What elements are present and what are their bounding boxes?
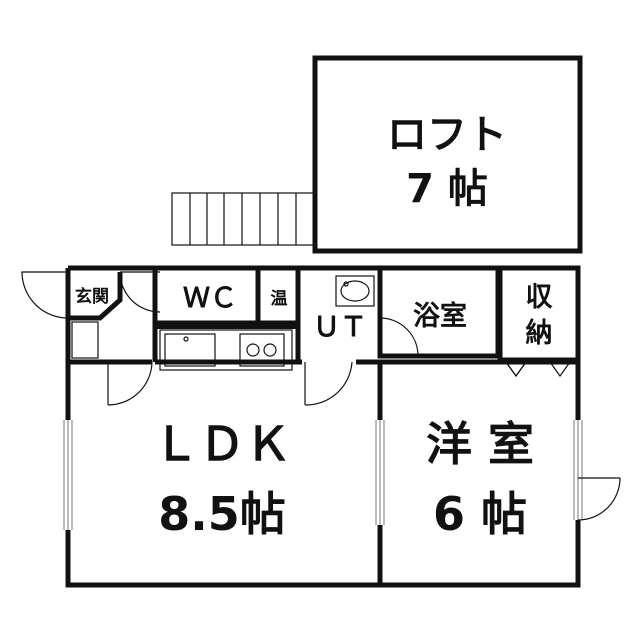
loft-room: ロフト 7 帖 [312,55,583,254]
entrance-door[interactable] [21,271,69,319]
storage-label-line1: 収 [526,282,554,313]
ldk-door-utility[interactable] [304,361,353,406]
water-heater: 温 [255,265,301,326]
bath-door[interactable] [379,317,419,357]
ldk-label-line1: ＬＤＫ [153,417,291,471]
sliding-partition[interactable] [375,420,385,525]
utility-label: ＵＴ [313,312,367,343]
sink [164,333,216,367]
stove [239,333,285,367]
western-door[interactable] [577,477,621,521]
storage-label-line2: 納 [526,317,553,349]
bath-room: 浴室 [377,265,501,359]
washbasin [335,275,375,307]
loft-ladder [171,192,315,246]
western-label-line2: 6 帖 [433,487,527,541]
storage-closet: 収 納 [497,265,581,363]
ldk-door-left[interactable] [107,361,153,406]
ldk-window [63,420,73,530]
shoe-cabinet [71,321,99,359]
western-window [573,420,583,520]
kitchen-counter [155,323,298,371]
interior-walls [68,268,578,585]
entrance-area: 玄関 [68,271,161,321]
western-label-line1: 洋 室 [426,417,534,471]
loft-label-line1: ロフト [387,112,507,158]
water-heater-label: 温 [271,289,288,309]
ldk-label-line2: 8.5帖 [158,487,286,541]
entrance-label: 玄関 [75,286,109,307]
wc-label: ＷＣ [183,283,237,314]
bath-label: 浴室 [413,300,467,332]
loft-label-line2: 7 帖 [406,166,488,212]
wc-room: ＷＣ [152,265,261,326]
